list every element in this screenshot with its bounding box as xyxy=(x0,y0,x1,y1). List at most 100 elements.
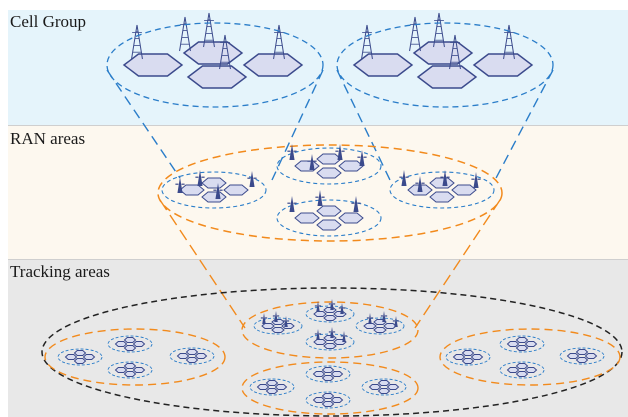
ta-tower-icon xyxy=(392,316,400,327)
ta-cell-group-boundary xyxy=(499,361,545,379)
tower-leg xyxy=(224,34,231,70)
ran-cell-group-boundary xyxy=(276,199,382,237)
tower-body xyxy=(289,196,295,212)
cell-to-ran-connector xyxy=(494,69,554,181)
ta-hex xyxy=(185,349,199,355)
ta-hex xyxy=(452,354,466,360)
cell-group-tower-icon xyxy=(449,34,461,70)
ta-hex xyxy=(575,349,589,355)
tower-leg xyxy=(449,34,456,70)
tower-leg xyxy=(219,34,226,70)
ran-hex xyxy=(338,212,364,224)
ran-area-boundary xyxy=(157,144,503,242)
ran-tower-icon xyxy=(195,170,205,186)
ran-tower-icon xyxy=(335,144,345,160)
tower-body xyxy=(417,176,423,192)
tower-body xyxy=(342,331,346,342)
tower-leg xyxy=(409,16,416,52)
ta-hex xyxy=(470,354,484,360)
tower-body xyxy=(368,313,372,324)
cell-group-hex xyxy=(472,53,534,77)
tracking-area-boundary xyxy=(41,287,623,417)
ran-hex xyxy=(338,160,364,172)
tower-leg xyxy=(208,12,215,48)
tower-body xyxy=(309,154,315,170)
ta-cell-group-boundary xyxy=(355,317,405,335)
cell-group-tower-icon xyxy=(131,24,143,60)
tower-leg xyxy=(184,16,191,52)
tower-body xyxy=(262,313,266,324)
ta-tower-icon xyxy=(272,311,280,322)
ta-tower-icon xyxy=(340,331,348,342)
ta-tower-icon xyxy=(314,301,322,312)
tower-leg xyxy=(179,16,186,52)
cell-group-hex xyxy=(352,53,414,77)
ran-hex xyxy=(429,177,455,189)
ran-cell-group-boundary xyxy=(389,171,495,209)
tower-body xyxy=(401,170,407,186)
ta-hex xyxy=(323,315,337,321)
tower-body xyxy=(340,303,344,314)
ta-hex xyxy=(132,367,146,373)
ta-cell-group-boundary xyxy=(107,335,153,353)
ta-hex xyxy=(584,353,598,359)
cell-group-tower-icon xyxy=(433,12,445,48)
ta-hex xyxy=(123,363,137,369)
ta-cell-group-boundary xyxy=(253,317,303,335)
ran-tower-icon xyxy=(315,190,325,206)
tower-leg xyxy=(508,24,515,60)
ta-hex xyxy=(265,380,279,386)
ta-hex xyxy=(377,388,391,394)
ta-hex xyxy=(114,367,128,373)
ta-hex xyxy=(515,371,529,377)
ta-hex xyxy=(515,337,529,343)
ran-tower-icon xyxy=(357,150,367,166)
ta-hex xyxy=(461,350,475,356)
ta-hex xyxy=(321,401,335,407)
ta-cell-group-boundary xyxy=(305,305,355,323)
ran-tower-icon xyxy=(440,170,450,186)
ta-hex xyxy=(566,353,580,359)
ta-tower-icon xyxy=(380,311,388,322)
cell-group-tower-icon xyxy=(409,16,421,52)
tower-leg xyxy=(131,24,138,60)
tower-body xyxy=(249,171,255,187)
ta-hex xyxy=(524,341,538,347)
ta-hex xyxy=(313,311,327,317)
tower-leg xyxy=(361,24,368,60)
tower-leg xyxy=(414,16,421,52)
ta-cell-group-boundary xyxy=(499,335,545,353)
ta-hex xyxy=(368,384,382,390)
ta-hex xyxy=(73,350,87,356)
ta-ran-boundary xyxy=(439,328,621,386)
tower-leg xyxy=(438,12,445,48)
ta-hex xyxy=(132,341,146,347)
tower-body xyxy=(177,177,183,193)
ta-hex xyxy=(274,384,288,390)
ran-to-ta-connector xyxy=(159,199,246,329)
cell-group-boundary xyxy=(106,22,324,108)
ta-hex xyxy=(373,327,387,333)
ran-hex xyxy=(201,191,227,203)
ta-hex xyxy=(256,384,270,390)
ran-tower-icon xyxy=(399,170,409,186)
ta-hex xyxy=(575,357,589,363)
ta-hex xyxy=(123,345,137,351)
ta-hex xyxy=(323,335,337,341)
ta-hex xyxy=(330,397,344,403)
tower-leg xyxy=(366,24,373,60)
ta-cell-group-boundary xyxy=(361,378,407,396)
ta-hex xyxy=(82,354,96,360)
ran-hex xyxy=(223,184,249,196)
tower-body xyxy=(197,170,203,186)
ta-hex xyxy=(330,371,344,377)
ran-hex xyxy=(316,205,342,217)
ta-hex xyxy=(123,337,137,343)
ran-tower-icon xyxy=(213,183,223,199)
tower-body xyxy=(215,183,221,199)
tower-body xyxy=(330,299,334,310)
ran-hex xyxy=(294,160,320,172)
tower-leg xyxy=(278,24,285,60)
ta-hex xyxy=(333,311,347,317)
